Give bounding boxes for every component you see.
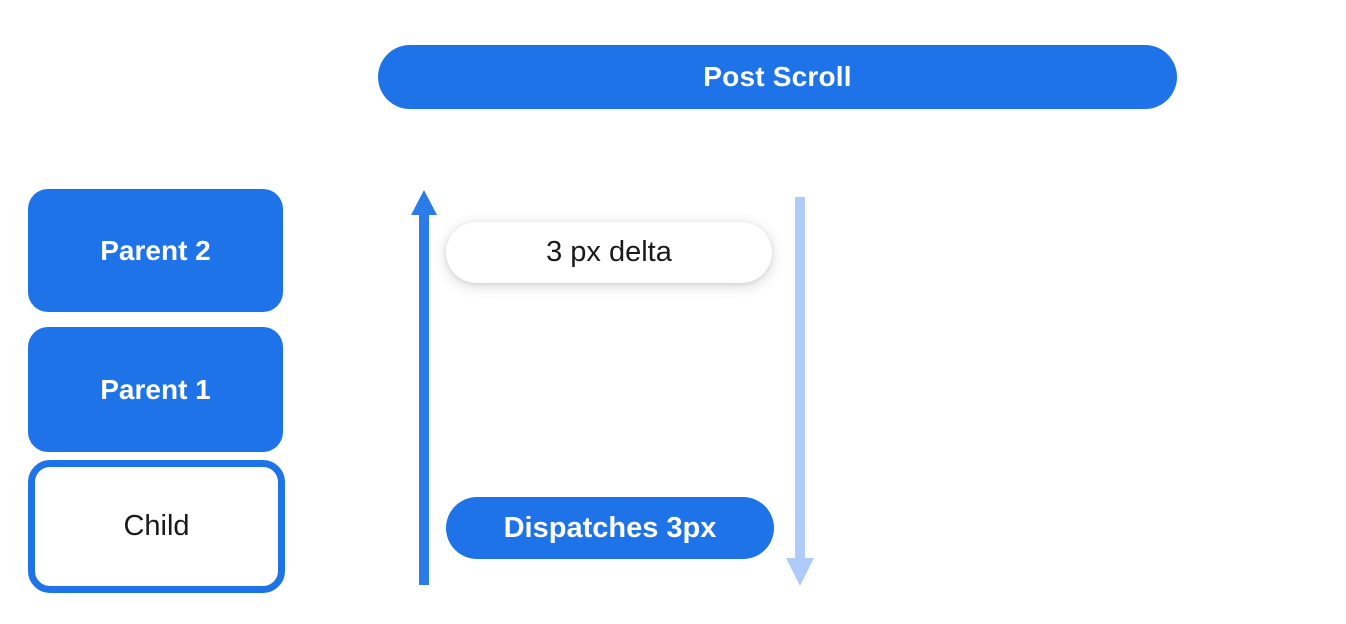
down-arrowhead-icon <box>786 558 814 586</box>
parent-1-box: Parent 1 <box>28 327 283 452</box>
dispatches-pill: Dispatches 3px <box>446 497 774 559</box>
parent-2-box: Parent 2 <box>28 189 283 312</box>
up-arrowhead-icon <box>411 190 437 215</box>
downward-arrow <box>795 197 805 558</box>
post-scroll-pill: Post Scroll <box>378 45 1177 109</box>
delta-pill: 3 px delta <box>446 222 772 283</box>
child-box: Child <box>28 460 285 593</box>
upward-arrow <box>419 212 429 585</box>
